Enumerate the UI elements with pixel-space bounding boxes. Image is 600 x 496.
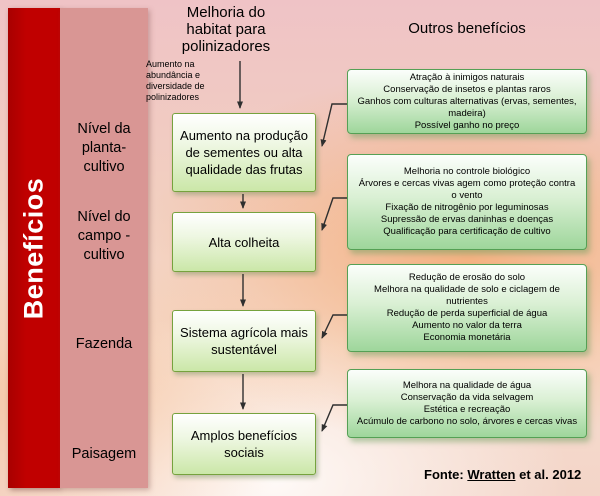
benefit-line: Melhora na qualidade de solo e ciclagem … bbox=[374, 284, 560, 307]
benefit-line: Redução de perda superficial de água bbox=[386, 308, 548, 319]
level-label-field-crop: Nível do campo - cultivo bbox=[77, 209, 131, 263]
flow-box-seed-production: Aumento na produção de sementes ou alta … bbox=[172, 113, 316, 192]
flow-box-seed-production-label: Aumento na produção de sementes ou alta … bbox=[180, 128, 308, 177]
level-label-farm: Fazenda bbox=[75, 336, 133, 352]
other-benefits-box-1: Atração à inimigos naturais Conservação … bbox=[347, 69, 587, 134]
benefit-line: Atração à inimigos naturais bbox=[409, 71, 525, 83]
benefit-line: Supressão de ervas daninhas e doenças bbox=[380, 214, 554, 225]
other-benefits-box-3: Redução de erosão do solo Melhora na qua… bbox=[347, 264, 587, 352]
benefits-axis-bar: Benefícios bbox=[8, 8, 60, 488]
benefit-line: Melhora na qualidade de água bbox=[402, 379, 532, 391]
other-benefits-box-4: Melhora na qualidade de água Conservação… bbox=[347, 369, 587, 438]
flow-box-high-yield: Alta colheita bbox=[172, 212, 316, 272]
level-label-landscape: Paisagem bbox=[71, 446, 137, 462]
arrow-side4-to-box4 bbox=[321, 404, 347, 432]
benefit-line: Conservação da vida selvagem bbox=[400, 391, 534, 403]
flow-box-sustainable-system: Sistema agrícola mais sustentável bbox=[172, 310, 316, 372]
source-author: Wratten bbox=[467, 467, 516, 482]
benefit-line: Qualificação para certificação de cultiv… bbox=[383, 226, 551, 237]
source-citation: Fonte: Wratten et al. 2012 bbox=[424, 467, 581, 482]
arrow-side3-to-box3 bbox=[321, 314, 347, 339]
benefit-line: Fixação de nitrogênio por leguminosas bbox=[385, 202, 549, 213]
flow-box-social-benefits: Amplos benefícios sociais bbox=[172, 413, 316, 475]
arrow-side1-to-box1 bbox=[320, 103, 347, 147]
source-year: et al. 2012 bbox=[519, 467, 582, 482]
benefit-line: Conservação de insetos e plantas raros bbox=[383, 83, 551, 95]
flow-box-social-benefits-label: Amplos benefícios sociais bbox=[190, 428, 298, 460]
level-label-plant-crop: Nível da planta- cultivo bbox=[77, 121, 131, 175]
other-benefits-box-2: Melhoria no controle biológico Árvores e… bbox=[347, 154, 587, 250]
benefit-line: Economia monetária bbox=[423, 332, 511, 343]
benefits-axis-label: Benefícios bbox=[18, 177, 49, 319]
other-benefits-title: Outros benefícios bbox=[408, 20, 526, 37]
source-label: Fonte: bbox=[424, 467, 464, 482]
flow-box-sustainable-system-label: Sistema agrícola mais sustentável bbox=[180, 325, 308, 357]
scale-levels-column: Nível da planta- cultivo Nível do campo … bbox=[60, 8, 148, 488]
flow-annotation: Aumento na abundância e diversidade de p… bbox=[146, 59, 205, 102]
benefit-line: Ganhos com culturas alternativas (ervas,… bbox=[357, 95, 577, 119]
benefit-line: Possível ganho no preço bbox=[414, 119, 520, 131]
benefit-line: Melhoria no controle biológico bbox=[403, 166, 531, 177]
benefit-line: Aumento no valor da terra bbox=[412, 320, 522, 331]
benefit-line: Árvores e cercas vivas agem como proteçã… bbox=[358, 178, 576, 201]
benefit-line: Redução de erosão do solo bbox=[408, 272, 526, 283]
benefit-line: Acúmulo de carbono no solo, árvores e ce… bbox=[356, 415, 578, 427]
flow-box-high-yield-label: Alta colheita bbox=[208, 234, 280, 250]
arrow-side2-to-box2 bbox=[321, 197, 347, 231]
benefit-line: Estética e recreação bbox=[423, 403, 511, 415]
flow-title: Melhoria do habitat para polinizadores bbox=[181, 4, 271, 55]
